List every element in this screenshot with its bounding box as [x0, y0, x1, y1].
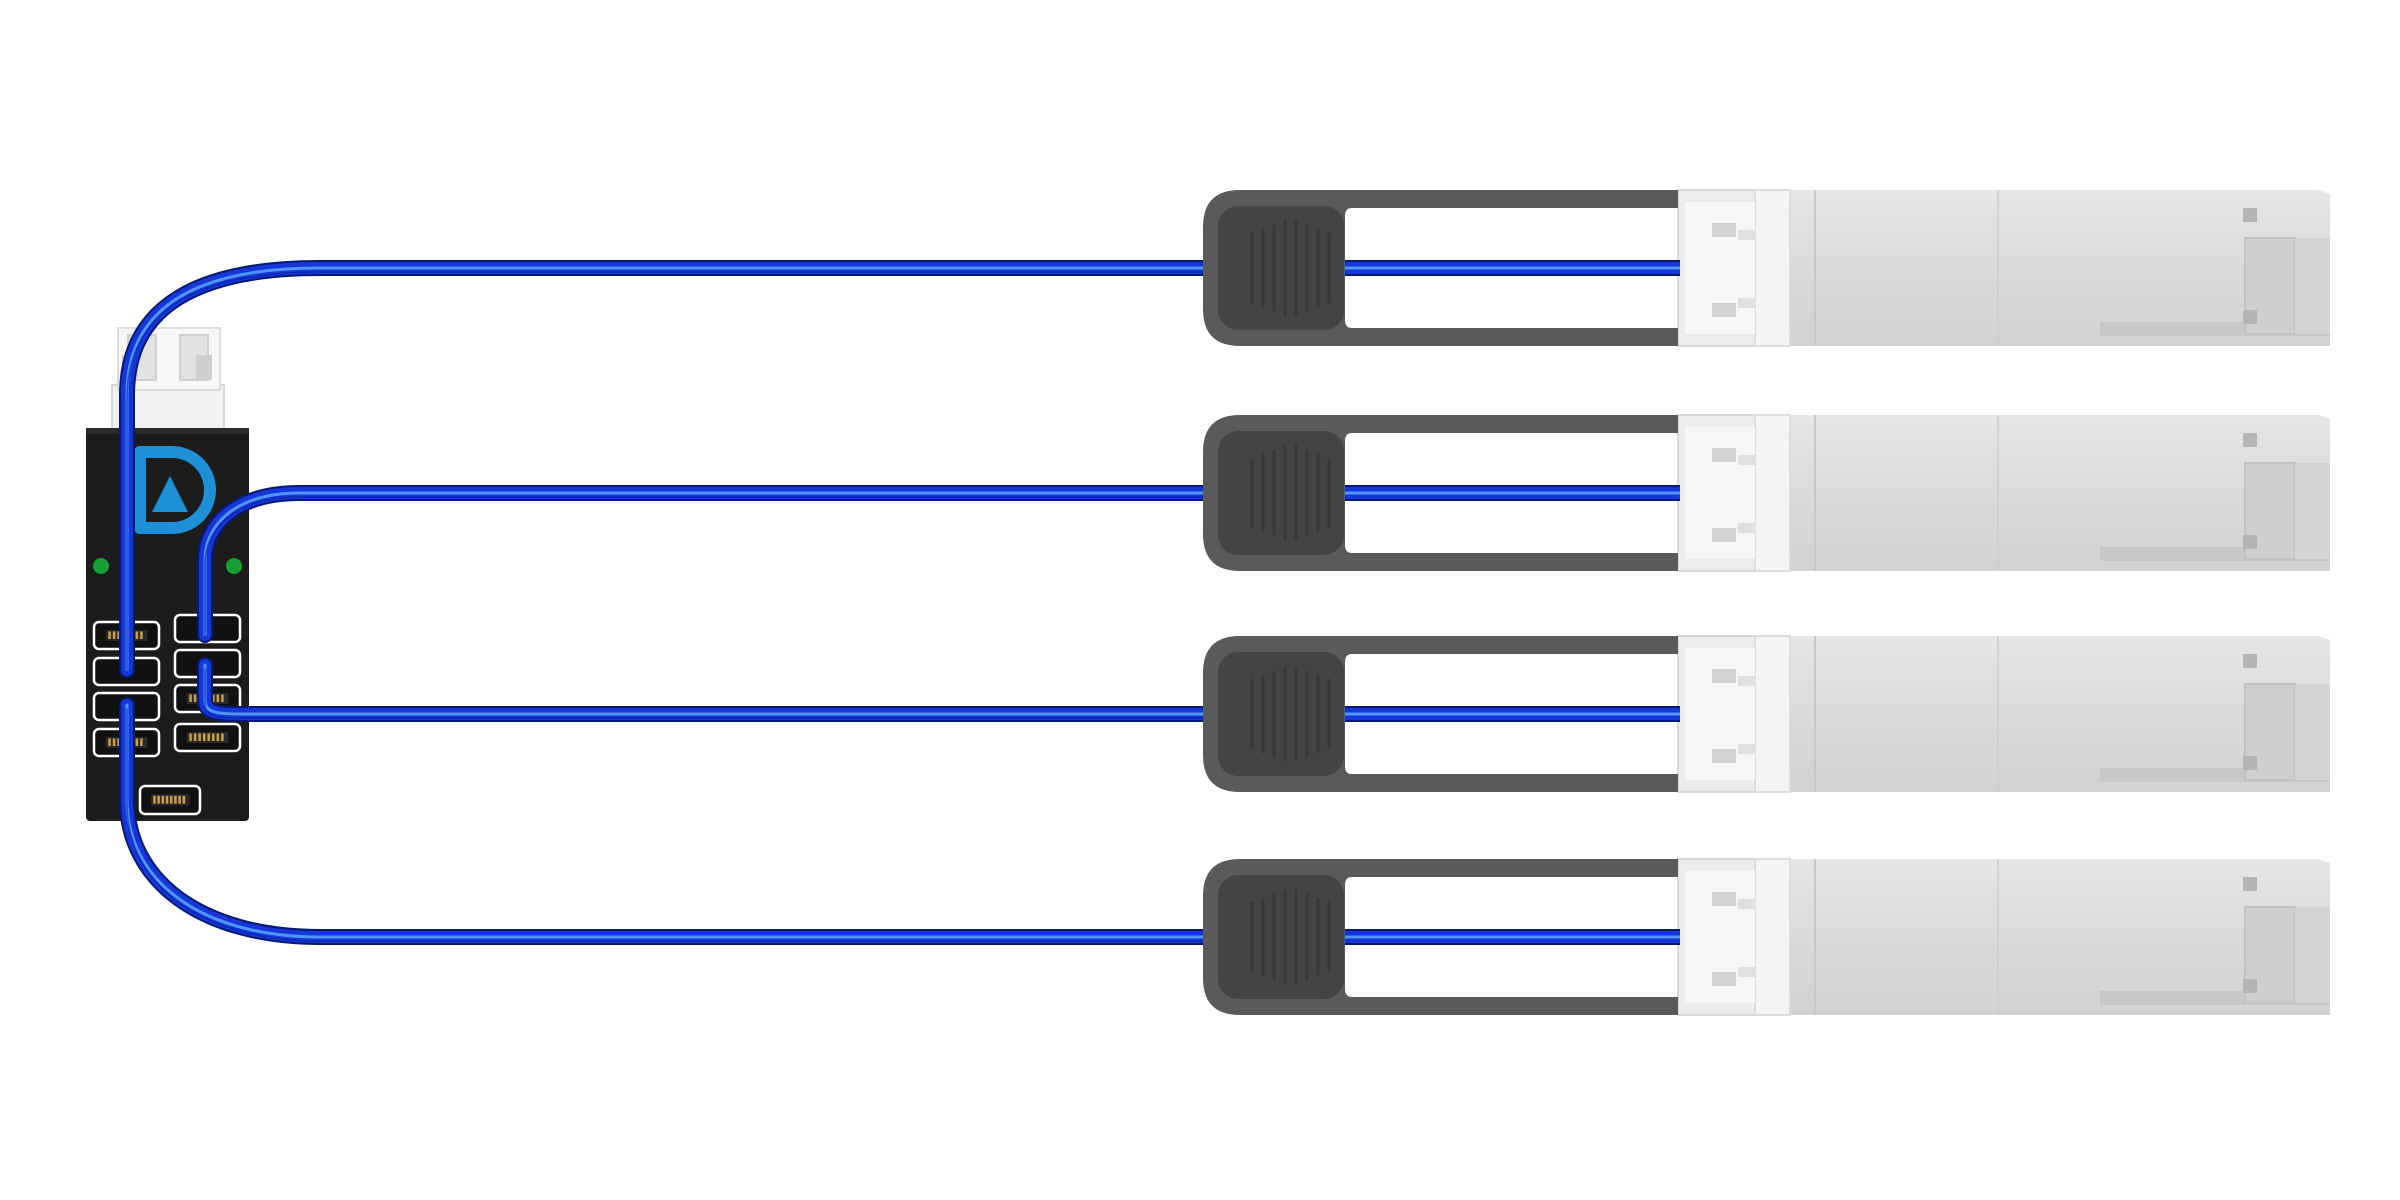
module-rivet: [2243, 756, 2257, 770]
cable-4: [119, 697, 1688, 945]
port-pin: [221, 694, 224, 703]
cable-shadow-line: [204, 668, 1681, 719]
port-pin: [108, 631, 111, 640]
qsfp-transceiver-4: [1203, 858, 2330, 1016]
module-front-notch: [1712, 972, 1736, 986]
cable-3: [197, 657, 1688, 722]
module-front-lip: [1754, 414, 1791, 572]
port-pin: [135, 738, 139, 747]
status-led-icon: [93, 558, 109, 574]
module-side-recess-edge: [2295, 463, 2330, 559]
hub-port: [173, 722, 242, 753]
module-front-tab: [1738, 899, 1756, 909]
port-pin: [108, 738, 111, 747]
port-pin: [112, 738, 116, 747]
module-front-lip: [1754, 189, 1791, 347]
module-front-notch: [1712, 223, 1736, 237]
module-front-tab: [1738, 967, 1756, 977]
module-front-tab: [1738, 298, 1756, 308]
module-front-notch: [1712, 448, 1736, 462]
module-front-tab: [1738, 676, 1756, 686]
port-pin: [182, 795, 186, 804]
port-pin: [189, 733, 192, 742]
port-pin: [212, 733, 215, 742]
port-pin: [198, 733, 201, 742]
module-front-notch: [1712, 749, 1736, 763]
module-rivet: [2243, 208, 2257, 222]
module-shell: [1780, 190, 2330, 346]
da-logo-icon: [134, 446, 216, 534]
port-pin: [140, 738, 143, 747]
cables-layer: [119, 260, 1688, 945]
port-pin: [117, 631, 120, 640]
module-front-notch: [1712, 303, 1736, 317]
port-pin: [135, 631, 139, 640]
port-pin: [193, 694, 197, 703]
port-pin: [161, 795, 165, 804]
transceivers-layer: [1203, 189, 2330, 1016]
module-front-notch: [1712, 892, 1736, 906]
port-pin: [140, 631, 143, 640]
port-pin: [165, 795, 169, 804]
port-pin: [112, 631, 116, 640]
module-front-tab: [1738, 744, 1756, 754]
port-pin: [153, 795, 156, 804]
module-front-notch: [1712, 669, 1736, 683]
module-front-tab: [1738, 523, 1756, 533]
module-rivet: [2243, 877, 2257, 891]
port-pin: [221, 733, 224, 742]
connector-latch-right: [196, 355, 212, 380]
port-pin: [170, 795, 173, 804]
pull-tab-grip: [1218, 206, 1344, 330]
port-pin: [216, 694, 220, 703]
hub-top-edge: [86, 428, 249, 434]
port-pin: [117, 738, 120, 747]
module-rivet: [2243, 979, 2257, 993]
cable-2: [197, 485, 1688, 643]
cable-shadow-line: [126, 271, 1681, 675]
module-rivet: [2243, 654, 2257, 668]
pull-tab-grip: [1218, 875, 1344, 999]
module-front-tab: [1738, 455, 1756, 465]
module-rivet: [2243, 433, 2257, 447]
port-pin: [174, 795, 177, 804]
module-side-recess-edge: [2295, 907, 2330, 1003]
breakout-hub: [86, 428, 249, 821]
qsfp-transceiver-2: [1203, 414, 2330, 572]
module-shell: [1780, 859, 2330, 1015]
port-pin: [157, 795, 160, 804]
module-front-lip: [1754, 635, 1791, 793]
pull-tab-grip: [1218, 431, 1344, 555]
logo-triangle: [152, 476, 188, 512]
qsfp-transceiver-1: [1203, 189, 2330, 347]
module-shell: [1780, 415, 2330, 571]
port-pin: [212, 694, 215, 703]
port-pin: [207, 733, 210, 742]
pull-tab-grip: [1218, 652, 1344, 776]
hub-port: [138, 784, 202, 816]
module-side-recess-edge: [2295, 238, 2330, 334]
port-pin: [178, 795, 181, 804]
port-pin: [193, 733, 197, 742]
cable-shadow-line: [204, 496, 1681, 640]
port-pin: [189, 694, 192, 703]
cable-1: [119, 260, 1688, 678]
module-side-recess-edge: [2295, 684, 2330, 780]
logo-d-outline: [134, 446, 216, 534]
module-rivet: [2243, 535, 2257, 549]
port-pin: [202, 733, 206, 742]
status-led-icon: [226, 558, 242, 574]
port-pin: [216, 733, 220, 742]
module-front-lip: [1754, 858, 1791, 1016]
cable-highlight: [125, 703, 1682, 939]
cable-shadow-line: [126, 708, 1681, 942]
module-front-tab: [1738, 230, 1756, 240]
module-front-notch: [1712, 528, 1736, 542]
module-rivet: [2243, 310, 2257, 324]
qsfp-transceiver-3: [1203, 635, 2330, 793]
module-shell: [1780, 636, 2330, 792]
